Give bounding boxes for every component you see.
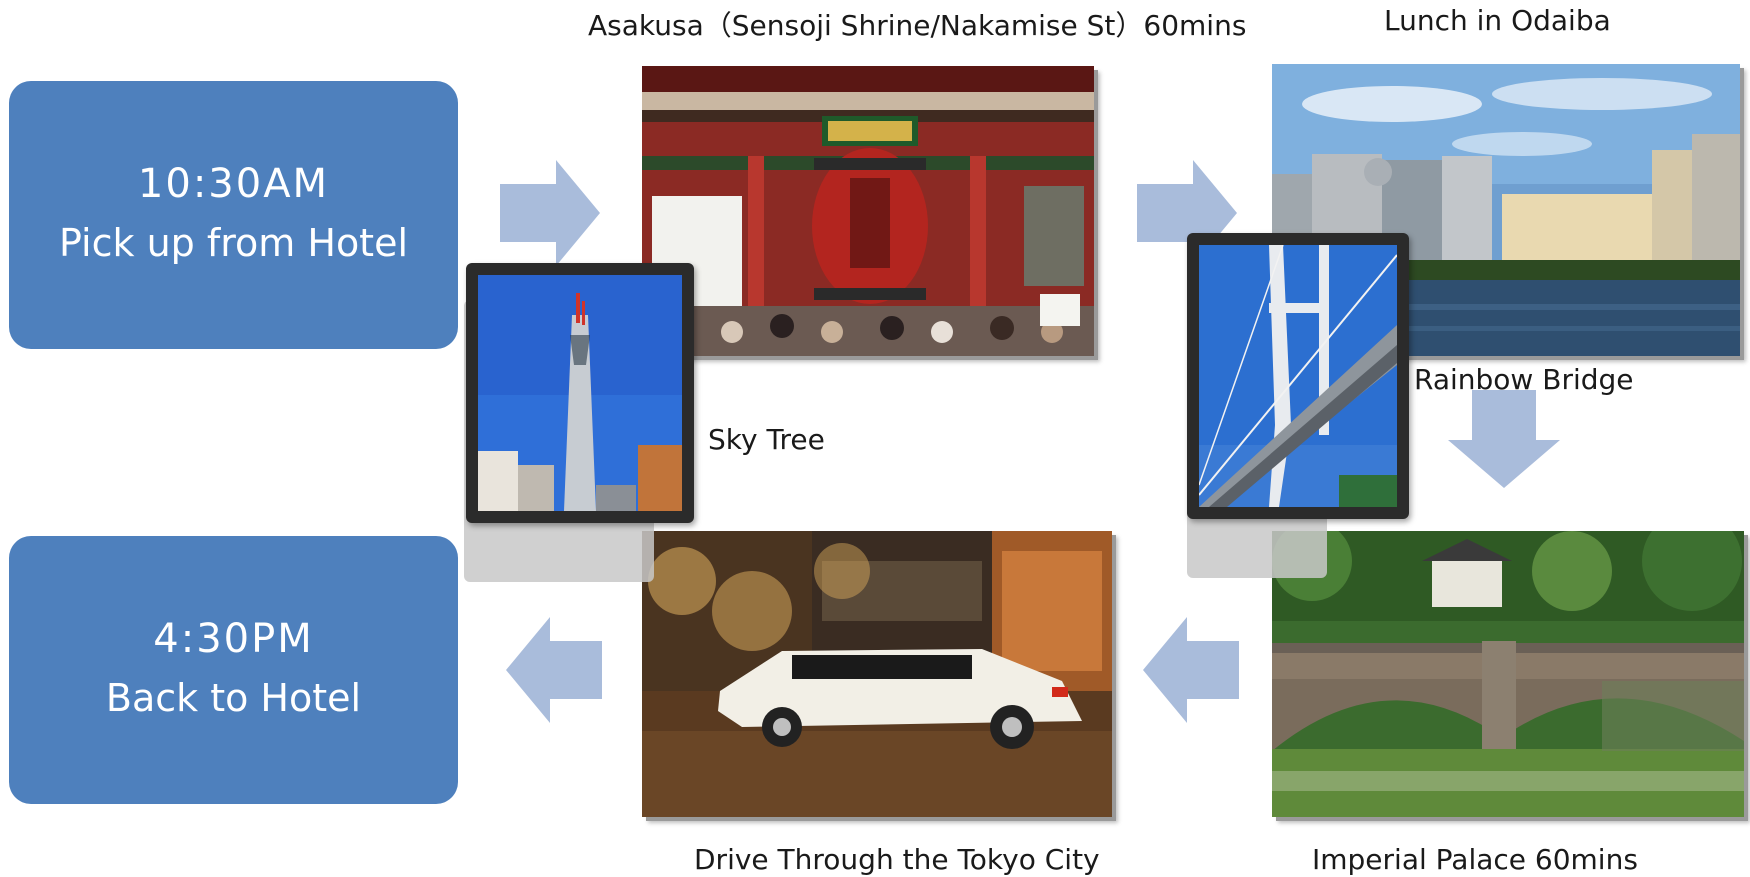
imperial-palace-photo: [1272, 531, 1744, 817]
pickup-label: Pick up from Hotel: [58, 220, 409, 265]
asakusa-caption: Asakusa（Sensoji Shrine/Nakamise St）60min…: [588, 9, 1247, 42]
pickup-time: 10:30AM: [137, 160, 330, 207]
drive-caption: Drive Through the Tokyo City: [694, 843, 1100, 876]
arrow-left-icon: [1143, 617, 1239, 723]
sky-tree-photo: [466, 263, 694, 523]
arrow-left-icon: [506, 617, 602, 723]
pickup-time-box: 10:30AM Pick up from Hotel: [9, 81, 458, 349]
return-time-box: 4:30PM Back to Hotel: [9, 536, 458, 804]
arrow-down-icon: [1448, 390, 1560, 488]
limousine-photo: [642, 531, 1112, 817]
sky-tree-caption: Sky Tree: [708, 423, 825, 456]
return-time: 4:30PM: [153, 615, 314, 662]
arrow-right-icon: [500, 160, 600, 266]
imperial-palace-caption: Imperial Palace 60mins: [1312, 843, 1638, 876]
return-label: Back to Hotel: [105, 675, 362, 720]
rainbow-bridge-photo: [1187, 233, 1409, 519]
asakusa-photo: [642, 66, 1094, 356]
odaiba-caption: Lunch in Odaiba: [1384, 4, 1611, 37]
